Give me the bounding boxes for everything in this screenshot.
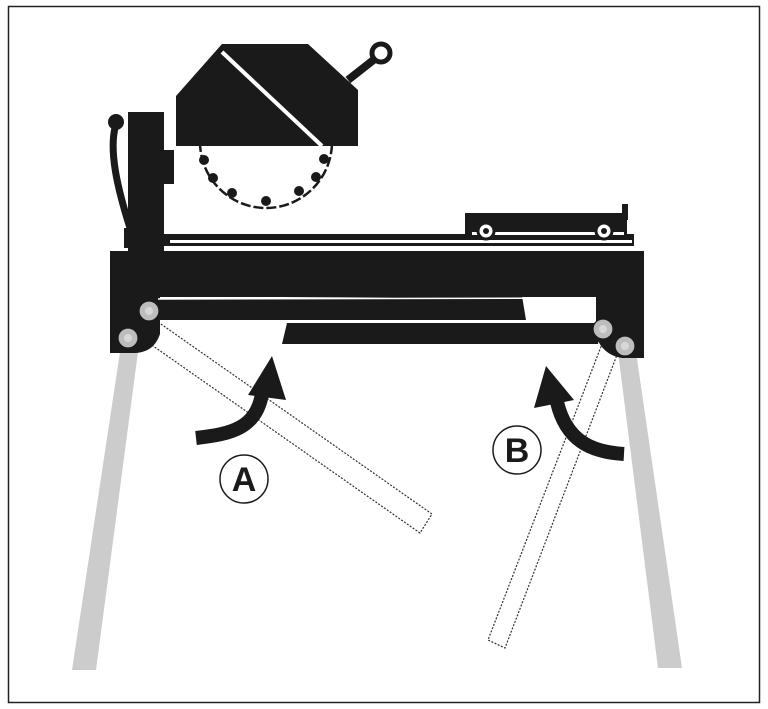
- folded-leg-left: [145, 321, 433, 534]
- locking-knob-icon: [117, 327, 139, 349]
- curved-arrow-icon: [534, 366, 625, 461]
- locking-knob-icon: [614, 335, 636, 357]
- curved-arrow-icon: [195, 356, 286, 445]
- saw-head: [108, 41, 393, 252]
- locking-knob-icon: [138, 300, 160, 322]
- callout-b: B: [492, 425, 542, 475]
- locking-knob-icon: [592, 318, 614, 340]
- callout-a: A: [219, 454, 269, 504]
- power-cable: [109, 122, 134, 230]
- cable-plug: [108, 114, 124, 130]
- bottom-tray: [282, 323, 602, 344]
- main-frame: [110, 251, 644, 297]
- lower-frame-strip: [155, 296, 526, 320]
- handle-ring-icon: [369, 41, 393, 65]
- callout-a-label: A: [232, 461, 257, 499]
- table-assembly: [110, 204, 644, 358]
- callout-b-label: B: [505, 432, 530, 470]
- left-leg: [72, 352, 138, 670]
- handle-arm: [345, 54, 379, 84]
- right-leg: [618, 352, 682, 668]
- locking-knobs: [117, 300, 636, 357]
